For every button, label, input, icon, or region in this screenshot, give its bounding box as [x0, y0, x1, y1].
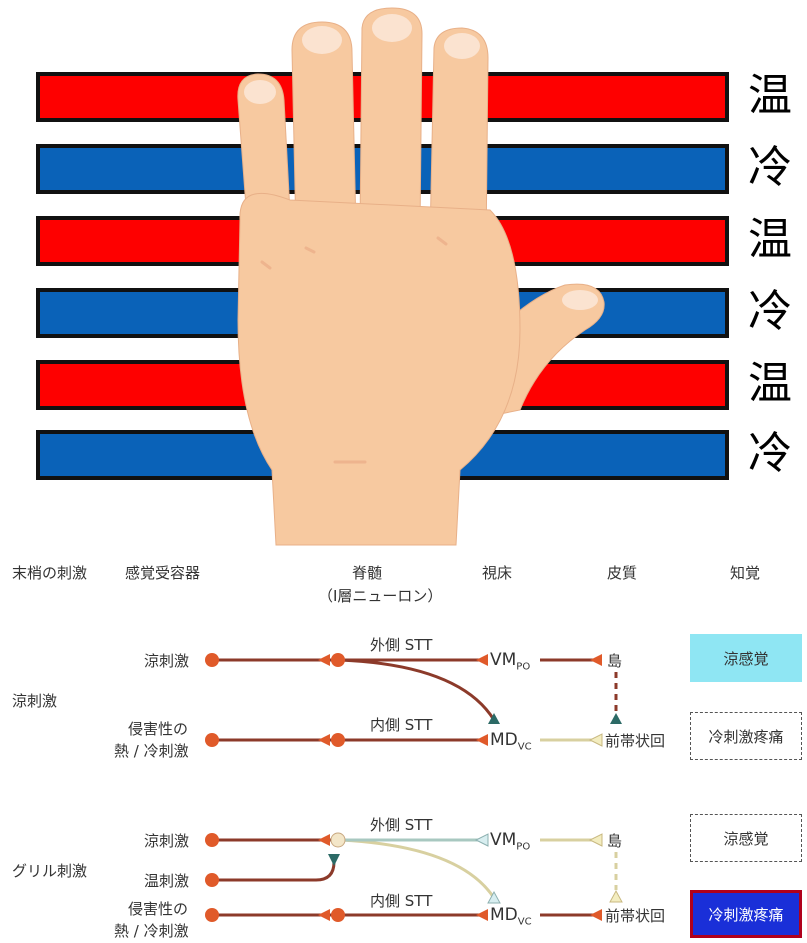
receptor-node — [205, 733, 219, 747]
spinal-node — [331, 653, 345, 667]
synapse-arrow — [476, 909, 488, 921]
bar-label-cold: 冷 — [748, 428, 792, 479]
header-perception: 知覚 — [730, 564, 761, 582]
tract-lateral-label: 外側 STT — [370, 816, 433, 834]
receptor-node — [205, 873, 219, 887]
synapse-arrow — [609, 889, 623, 903]
section-title-cool: 涼刺激 — [12, 692, 58, 710]
stimulus-warm-label: 温刺激 — [144, 872, 190, 890]
header-spinal-layer: （I層ニューロン） — [318, 587, 443, 605]
cool-pathways — [212, 658, 618, 742]
synapse-arrow — [318, 654, 330, 666]
bar-label-warm: 温 — [748, 358, 792, 409]
thalamus-mdvc: MDVC — [490, 730, 532, 753]
synapse-arrow — [476, 654, 488, 666]
synapse-arrow — [474, 833, 489, 847]
header-peripheral-stimulus: 末梢の刺激 — [12, 564, 88, 582]
stimulus-noxious-label: 侵害性の — [128, 720, 189, 738]
header-thalamus: 視床 — [482, 564, 513, 582]
synapse-arrow — [318, 734, 330, 746]
header-cortex: 皮質 — [607, 564, 638, 582]
synapse-arrow — [318, 834, 330, 846]
synapse-arrow — [610, 713, 622, 724]
bar-label-cold: 冷 — [748, 286, 792, 337]
spinal-node — [331, 733, 345, 747]
stimulus-noxious-label: 熱 / 冷刺激 — [114, 742, 189, 760]
grill-nodes — [205, 832, 623, 922]
bar-label-cold: 冷 — [748, 142, 792, 193]
synapse-arrow — [590, 654, 602, 666]
bar-label-warm: 温 — [748, 70, 792, 121]
receptor-node — [205, 908, 219, 922]
synapse-arrow — [488, 713, 500, 724]
synapse-arrow — [590, 909, 602, 921]
receptor-node — [205, 653, 219, 667]
receptor-node — [205, 833, 219, 847]
cortex-insula: 島 — [607, 832, 623, 850]
stimulus-noxious-label: 熱 / 冷刺激 — [114, 922, 189, 940]
synapse-arrow — [588, 833, 603, 847]
spinal-node — [331, 908, 345, 922]
thalamus-mdvc: MDVC — [490, 905, 532, 928]
tract-medial-label: 内側 STT — [370, 892, 433, 910]
cortex-acc: 前帯状回 — [605, 732, 666, 750]
percept-cool: 涼感覚 — [690, 634, 802, 682]
thalamus-vmpo: VMPO — [490, 830, 531, 853]
hand-icon — [237, 7, 605, 546]
percept-cold-pain: 冷刺激疼痛 — [690, 712, 802, 760]
spinal-node — [330, 832, 346, 848]
cool-nodes — [205, 653, 622, 747]
tract-lateral-label: 外側 STT — [370, 636, 433, 654]
stimulus-cool-label: 涼刺激 — [144, 832, 190, 850]
stimulus-noxious-label: 侵害性の — [128, 900, 189, 918]
synapse-arrow — [328, 854, 340, 866]
synapse-arrow — [318, 909, 330, 921]
header-spinal-cord: 脊髄 — [352, 564, 383, 582]
synapse-arrow — [487, 890, 501, 904]
stimulus-cool-label: 涼刺激 — [144, 652, 190, 670]
cortex-insula: 島 — [607, 652, 623, 670]
thalamus-vmpo: VMPO — [490, 650, 531, 673]
synapse-arrow — [588, 733, 603, 747]
bar-label-warm: 温 — [748, 214, 792, 265]
synapse-arrow — [476, 734, 488, 746]
header-receptor: 感覚受容器 — [125, 564, 201, 582]
cortex-acc: 前帯状回 — [605, 907, 666, 925]
percept-cold-pain: 冷刺激疼痛 — [690, 890, 802, 938]
section-title-grill: グリル刺激 — [12, 862, 88, 880]
tract-medial-label: 内側 STT — [370, 716, 433, 734]
percept-cool: 涼感覚 — [690, 814, 802, 862]
